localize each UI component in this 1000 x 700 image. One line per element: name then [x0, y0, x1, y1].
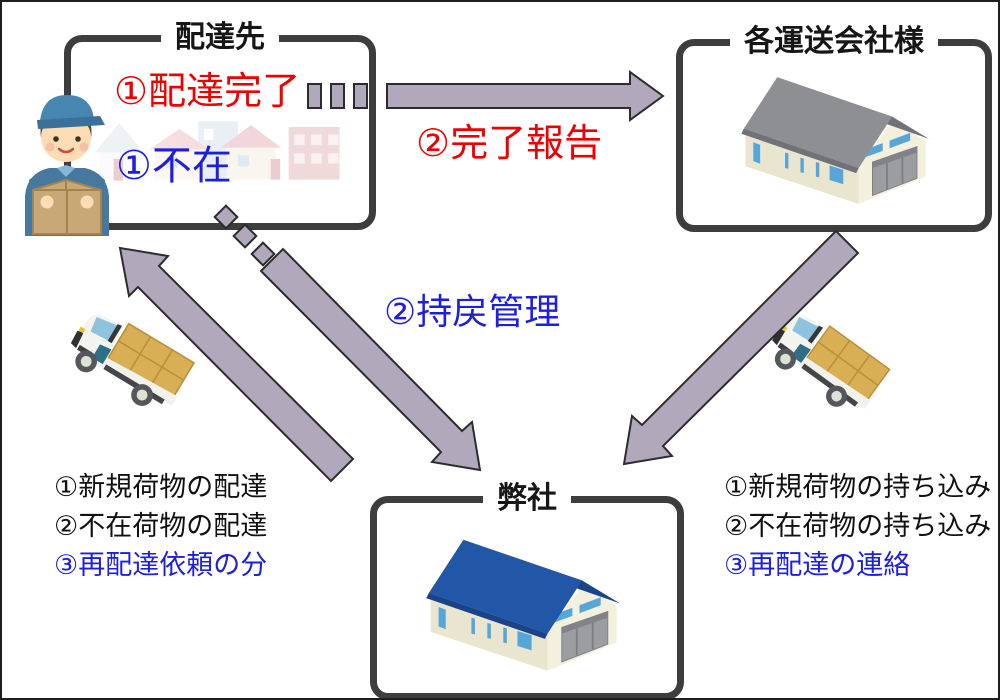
- completion-report-arrow: [386, 70, 665, 122]
- truck-right-icon: [749, 292, 898, 430]
- left-note-1: ①新規荷物の配達: [54, 472, 268, 502]
- right-notes-list: ①新規荷物の持ち込み ②不在荷物の持ち込み ③再配達の連絡: [724, 468, 991, 585]
- destination-box: 配達先: [64, 17, 376, 230]
- return-management-arrow: [259, 247, 482, 472]
- carriers-box-title: 各運送会社様: [730, 21, 938, 63]
- delivery-person-icon: [6, 76, 128, 236]
- carrier-warehouse-icon: [728, 60, 938, 210]
- delivery-complete-label: ①配達完了: [114, 71, 301, 113]
- destination-box-title: 配達先: [161, 17, 279, 59]
- company-warehouse-icon: [412, 522, 630, 677]
- left-notes-list: ①新規荷物の配達 ②不在荷物の配達 ③再配達依頼の分: [54, 468, 267, 585]
- right-note-2: ②不在荷物の持ち込み: [724, 511, 992, 541]
- right-note-3: ③再配達の連絡: [724, 550, 911, 580]
- company-box-title: 弊社: [483, 478, 571, 520]
- truck-left-icon: [49, 292, 203, 429]
- return-management-label: ②持戻管理: [384, 291, 561, 332]
- right-note-1: ①新規荷物の持ち込み: [724, 472, 992, 502]
- left-note-3: ③再配達依頼の分: [54, 550, 268, 580]
- completion-report-label: ②完了報告: [416, 123, 603, 165]
- absent-label: ①不在: [116, 144, 232, 188]
- company-box: 弊社: [370, 478, 684, 698]
- left-note-2: ②不在荷物の配達: [54, 511, 268, 541]
